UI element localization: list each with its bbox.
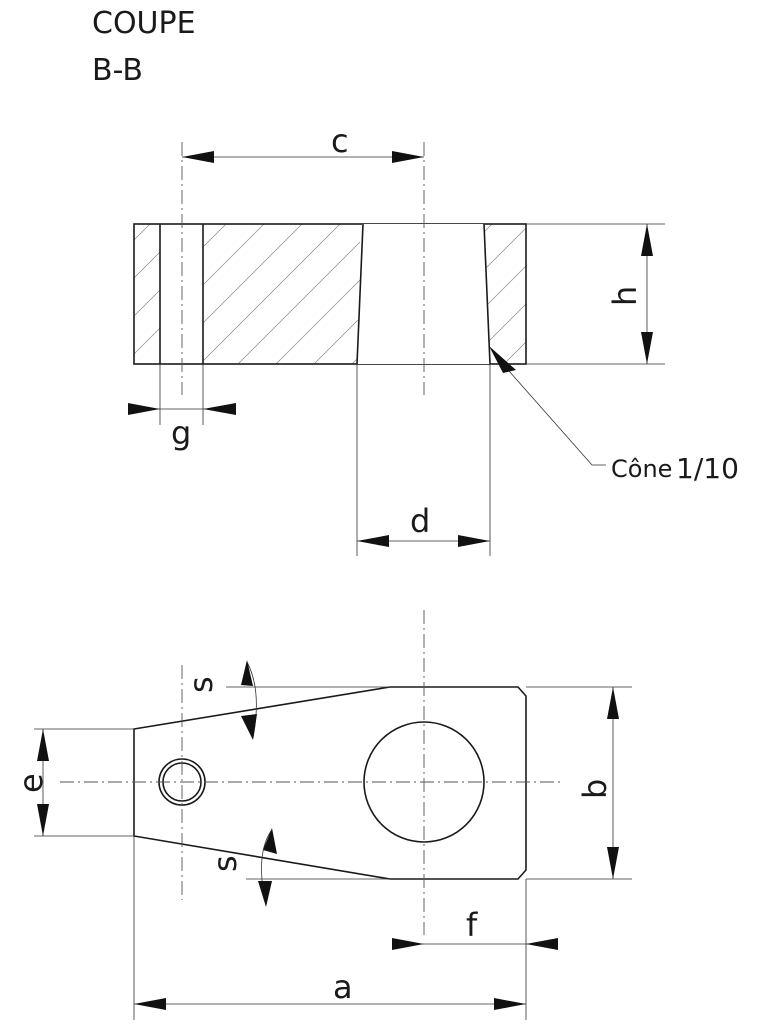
dim-label-h: h	[606, 286, 644, 306]
cone-left-edge	[356, 223, 364, 365]
section-outline	[133, 223, 527, 365]
plan-view: e b s s f a	[12, 610, 632, 1020]
section-title-line1: COUPE	[92, 6, 196, 41]
dim-label-d: d	[410, 502, 430, 540]
section-hatching-right	[484, 224, 526, 364]
cone-right-edge	[483, 223, 491, 365]
dim-label-b: b	[576, 779, 614, 799]
dim-label-a: a	[333, 968, 353, 1006]
dim-label-g: g	[171, 414, 191, 452]
angle-label-s-bottom: s	[206, 855, 244, 872]
plan-outline	[133, 686, 527, 880]
dim-label-f: f	[466, 906, 478, 944]
section-title-line2: B-B	[92, 53, 143, 88]
cone-note-word: Cône	[611, 455, 672, 483]
dim-label-c: c	[331, 122, 349, 160]
section-view: c h g d Cône 1/10	[128, 122, 739, 556]
dim-label-e: e	[12, 773, 50, 793]
main-bore-circle	[363, 721, 485, 843]
cone-note-ratio: 1/10	[676, 452, 739, 485]
angle-label-s-top: s	[182, 676, 220, 693]
